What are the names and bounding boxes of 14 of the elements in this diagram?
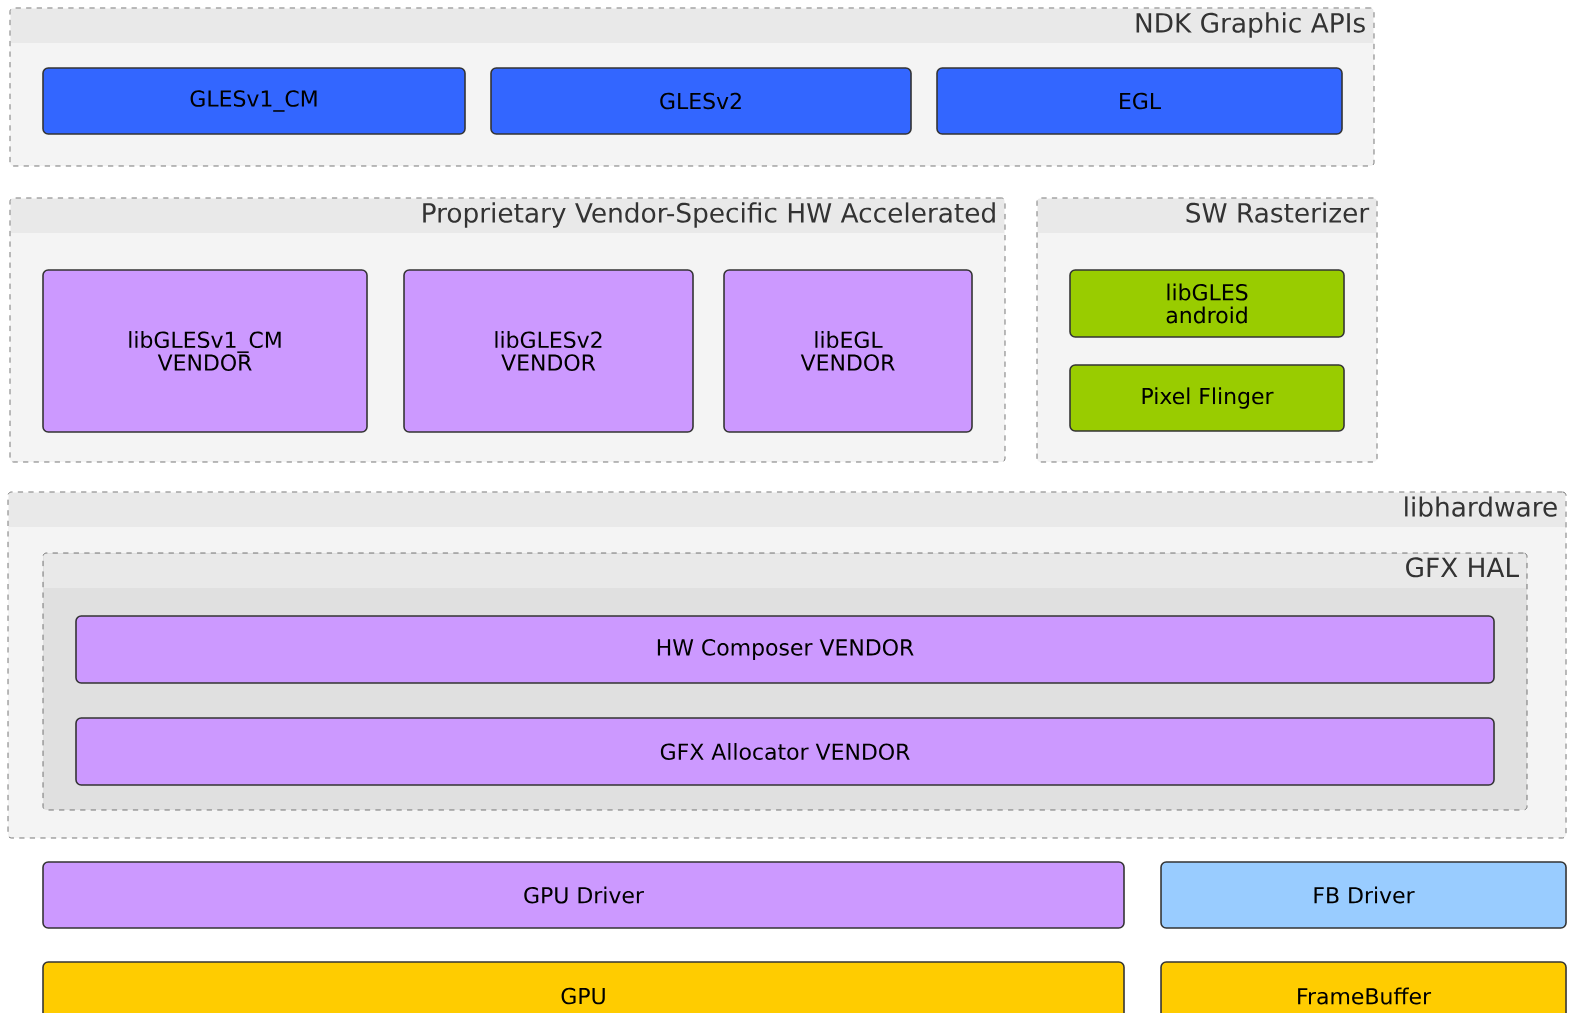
component-box: HW Composer VENDOR bbox=[75, 615, 1495, 684]
component-box: FrameBuffer bbox=[1160, 961, 1567, 1013]
component-box: GLESv2 bbox=[490, 67, 912, 135]
component-box: libGLESv1_CM VENDOR bbox=[42, 269, 368, 433]
component-box: GPU Driver bbox=[42, 861, 1125, 929]
component-box: GPU bbox=[42, 961, 1125, 1013]
component-box: libGLESv2 VENDOR bbox=[403, 269, 694, 433]
component-box: libEGL VENDOR bbox=[723, 269, 973, 433]
component-box: GFX Allocator VENDOR bbox=[75, 717, 1495, 786]
component-box: libGLES android bbox=[1069, 269, 1345, 338]
component-box: GLESv1_CM bbox=[42, 67, 466, 135]
component-box: FB Driver bbox=[1160, 861, 1567, 929]
component-box: EGL bbox=[936, 67, 1343, 135]
component-box: Pixel Flinger bbox=[1069, 364, 1345, 432]
